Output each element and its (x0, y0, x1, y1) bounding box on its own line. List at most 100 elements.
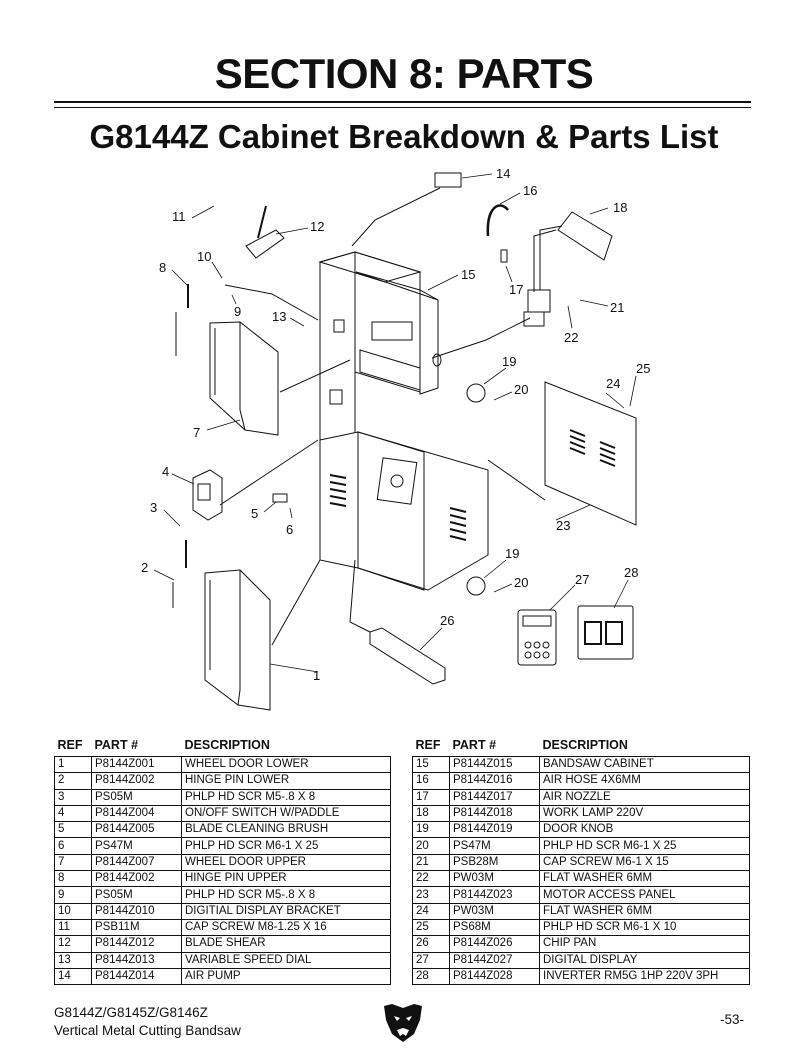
description-cell: BLADE CLEANING BRUSH (181, 821, 391, 839)
ref-cell: 19 (412, 821, 450, 839)
callout-8: 8 (159, 260, 166, 275)
callout-22: 22 (564, 330, 578, 345)
ref-cell: 16 (412, 772, 450, 790)
callout-17: 17 (509, 282, 523, 297)
part-number-cell: P8144Z010 (91, 902, 182, 920)
part-number-cell: P8144Z007 (91, 853, 182, 872)
description-cell: MOTOR ACCESS PANEL (539, 886, 750, 904)
ref-cell: 9 (54, 886, 92, 904)
callout-14: 14 (496, 166, 510, 181)
part-number-cell: P8144Z026 (449, 935, 540, 953)
ref-cell: 23 (412, 886, 450, 904)
description-cell: PHLP HD SCR M5-.8 X 8 (181, 788, 391, 806)
callout-20-upper: 20 (514, 382, 528, 397)
ref-cell: 27 (412, 951, 450, 969)
callout-10: 10 (197, 249, 211, 264)
ref-header: REF (57, 738, 83, 752)
description-cell: CHIP PAN (539, 935, 750, 953)
callout-9: 9 (234, 304, 241, 319)
callout-19-upper: 19 (502, 354, 516, 369)
callout-18: 18 (613, 200, 627, 215)
description-cell: WHEEL DOOR UPPER (181, 853, 391, 872)
table-header-row: REF PART # DESCRIPTION (413, 735, 750, 757)
ref-cell: 7 (54, 853, 92, 872)
on-off-switch-drawing (192, 469, 223, 521)
ref-cell: 12 (54, 935, 92, 953)
callout-2: 2 (141, 560, 148, 575)
callout-27: 27 (575, 572, 589, 587)
description-cell: WHEEL DOOR LOWER (181, 755, 391, 774)
callout-13: 13 (272, 309, 286, 324)
footer-model-numbers: G8144Z/G8145Z/G8146Z (54, 1005, 208, 1020)
ref-cell: 14 (54, 967, 92, 986)
title-rule-thin (54, 107, 751, 108)
ref-cell: 1 (54, 755, 92, 774)
description-cell: BANDSAW CABINET (539, 755, 750, 774)
description-cell: FLAT WASHER 6MM (539, 902, 750, 920)
bandsaw-cabinet-drawing (318, 251, 489, 591)
description-cell: PHLP HD SCR M6-1 X 10 (539, 918, 750, 937)
page-number: -53- (720, 1012, 745, 1027)
description-header: DESCRIPTION (542, 738, 628, 752)
callout-25: 25 (636, 361, 650, 376)
section-title: SECTION 8: PARTS (214, 50, 594, 97)
part-number-cell: P8144Z002 (91, 772, 182, 790)
door-knob-upper-drawing (466, 383, 486, 403)
part-number-cell: P8144Z002 (91, 870, 182, 888)
table-header-row: REF PART # DESCRIPTION (55, 735, 391, 757)
ref-cell: 11 (54, 918, 92, 937)
part-number-cell: P8144Z019 (449, 821, 540, 839)
part-number-cell: PSB11M (91, 918, 182, 937)
description-cell: DOOR KNOB (539, 821, 750, 839)
callout-16: 16 (523, 183, 537, 198)
ref-cell: 6 (54, 837, 92, 855)
chip-pan-drawing (369, 627, 446, 685)
digital-display-drawing (517, 609, 557, 666)
callout-26: 26 (440, 613, 454, 628)
callout-12: 12 (310, 219, 324, 234)
description-cell: AIR PUMP (181, 967, 391, 986)
description-cell: AIR HOSE 4X6MM (539, 772, 750, 790)
part-number-cell: P8144Z017 (449, 788, 540, 806)
ref-cell: 10 (54, 902, 92, 920)
door-knob-lower-drawing (466, 576, 486, 596)
description-cell: DIGITIAL DISPLAY BRACKET (181, 902, 391, 920)
ref-cell: 4 (54, 804, 92, 823)
callout-7: 7 (193, 425, 200, 440)
ref-cell: 13 (54, 951, 92, 969)
air-hose-drawing (486, 204, 509, 237)
ref-cell: 25 (412, 918, 450, 937)
part-number-cell: P8144Z028 (449, 967, 540, 986)
part-header: PART # (452, 738, 497, 752)
description-cell: PHLP HD SCR M6-1 X 25 (539, 837, 750, 855)
inverter-drawing (577, 605, 634, 660)
part-number-cell: PSB28M (449, 853, 540, 872)
description-cell: ON/OFF SWITCH W/PADDLE (181, 804, 391, 823)
callout-11: 11 (172, 209, 186, 224)
part-number-cell: P8144Z012 (91, 935, 182, 953)
description-cell: PHLP HD SCR M5-.8 X 8 (181, 886, 391, 904)
description-cell: INVERTER RM5G 1HP 220V 3PH (539, 967, 750, 986)
page-title: G8144Z Cabinet Breakdown & Parts List (89, 118, 719, 155)
callout-5: 5 (251, 506, 258, 521)
part-number-cell: P8144Z016 (449, 772, 540, 790)
description-cell: CAP SCREW M8-1.25 X 16 (181, 918, 391, 937)
